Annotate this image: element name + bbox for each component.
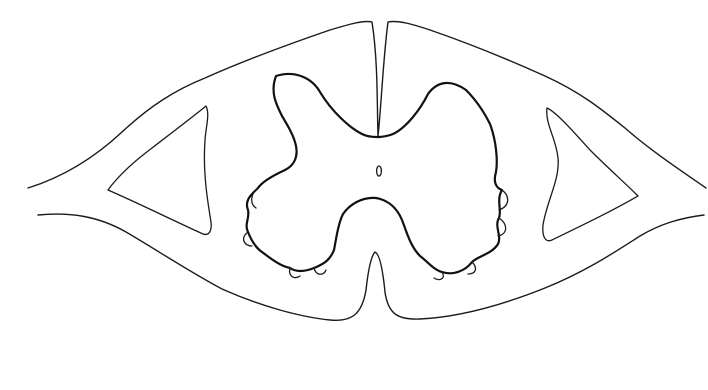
gray-matter-butterfly [247,74,502,273]
right-horn-scallops [434,190,508,280]
left-horn-scallops [244,188,326,278]
cord-outline-lower [38,214,704,320]
right-lateral-tract [543,108,638,241]
central-canal [377,166,382,176]
left-lateral-tract [108,106,211,234]
